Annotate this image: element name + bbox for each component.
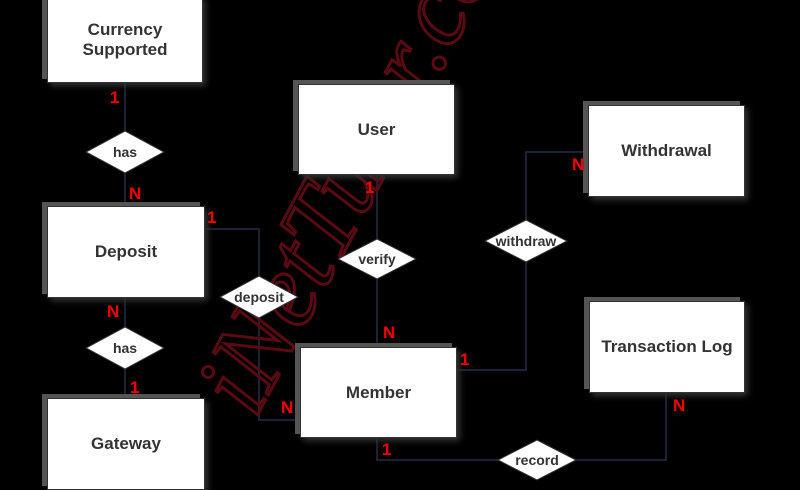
cardinality-member-record: 1: [382, 440, 392, 459]
entity-label: User: [357, 119, 396, 139]
relationship-label: record: [515, 452, 559, 468]
relationship-has-currency-deposit[interactable]: has: [85, 130, 165, 174]
entity-label: Withdrawal: [621, 141, 712, 160]
relationship-withdraw[interactable]: withdraw: [484, 219, 568, 263]
cardinality-withdraw-withdrawal: N: [572, 155, 585, 174]
cardinality-verify-member: N: [383, 323, 396, 342]
relationship-has-deposit-gateway[interactable]: has: [85, 326, 165, 370]
entity-label: Currency Supported: [82, 19, 168, 59]
cardinality-record-transaction-log: N: [673, 396, 686, 415]
entity-label: Gateway: [91, 434, 161, 453]
relationship-label: has: [112, 340, 138, 356]
entity-withdrawal[interactable]: Withdrawal: [588, 105, 745, 197]
cardinality-has-deposit: N: [129, 184, 142, 203]
relationship-label: has: [112, 144, 138, 160]
cardinality-deposit-has: N: [107, 302, 120, 321]
relationship-label: deposit: [234, 289, 284, 305]
entity-transaction-log[interactable]: Transaction Log: [589, 301, 745, 393]
entity-member[interactable]: Member: [300, 347, 457, 438]
relationship-verify[interactable]: verify: [337, 238, 417, 280]
relationship-label: verify: [358, 251, 396, 267]
entity-currency-supported[interactable]: Currency Supported: [47, 0, 203, 83]
entity-deposit[interactable]: Deposit: [47, 206, 205, 298]
relationship-record[interactable]: record: [497, 439, 577, 481]
relationship-label: withdraw: [495, 233, 557, 249]
cardinality-member-withdraw: 1: [460, 350, 470, 369]
cardinality-deposit-rel: 1: [207, 208, 217, 227]
cardinality-currency-has: 1: [110, 88, 120, 107]
entity-label: Member: [345, 382, 412, 402]
cardinality-has-gateway: 1: [130, 378, 140, 397]
relationship-deposit[interactable]: deposit: [219, 275, 299, 319]
cardinality-deposit-member: N: [281, 398, 294, 417]
entity-gateway[interactable]: Gateway: [47, 398, 205, 490]
entity-label: Deposit: [94, 242, 158, 261]
cardinality-user-verify: 1: [365, 178, 375, 197]
entity-user[interactable]: User: [298, 84, 455, 175]
entity-label: Transaction Log: [601, 337, 733, 356]
